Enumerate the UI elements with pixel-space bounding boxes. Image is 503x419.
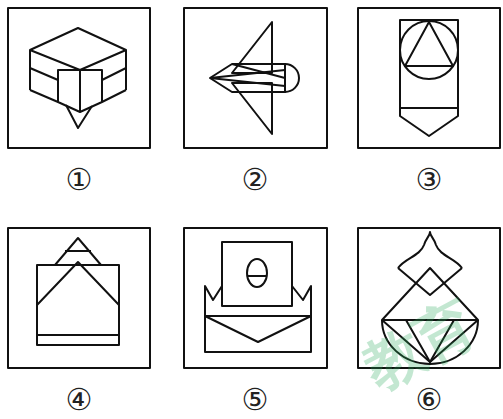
callout-number: ② <box>242 165 269 195</box>
panel-frame <box>184 228 327 368</box>
figure-5 <box>205 242 311 352</box>
callout-number: ④ <box>66 385 93 415</box>
watermark: 教育 <box>355 292 485 398</box>
panel-frame <box>8 8 150 148</box>
figure-2 <box>210 22 299 134</box>
panel-frame <box>8 228 150 368</box>
callout-number: ① <box>66 165 93 195</box>
callout-number: ③ <box>416 165 443 195</box>
callout-number: ⑥ <box>416 385 443 415</box>
figure-3 <box>400 20 458 136</box>
panel-frame <box>184 8 327 148</box>
figure-1 <box>30 28 126 128</box>
callout-number: ⑤ <box>242 385 269 415</box>
figure-4 <box>37 238 119 345</box>
panel-frame <box>358 8 500 148</box>
